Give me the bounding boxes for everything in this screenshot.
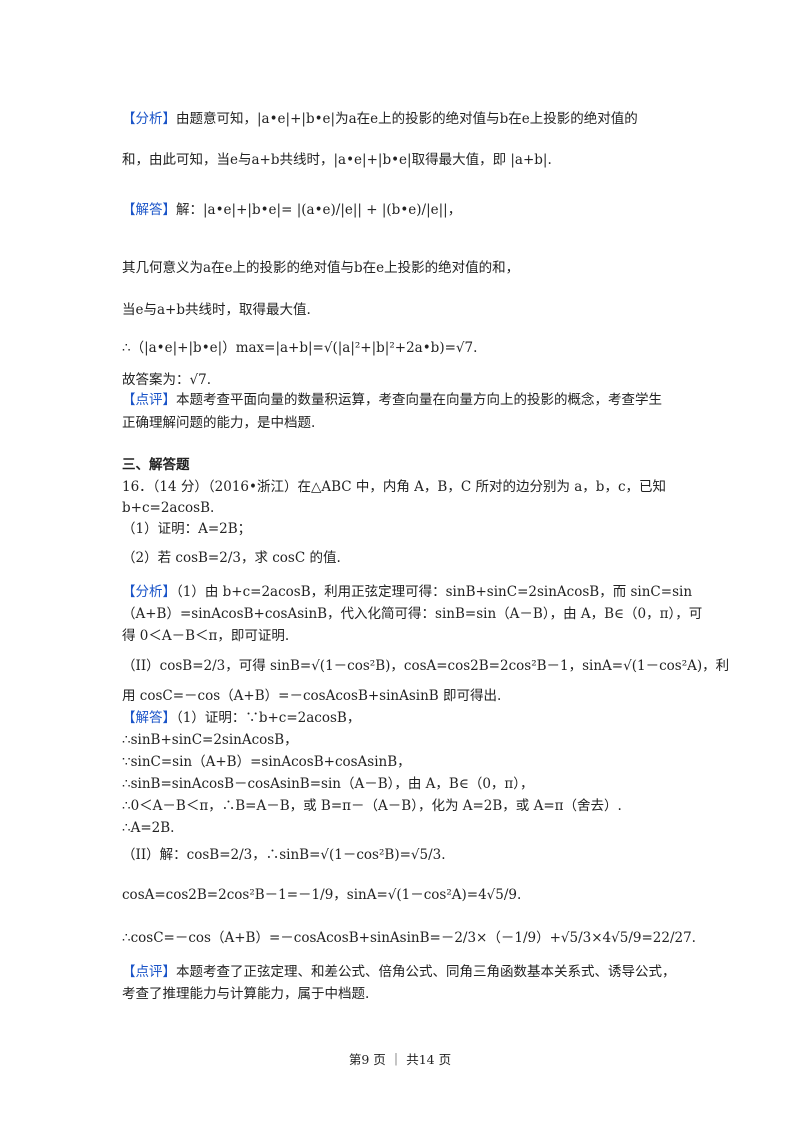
page-footer: 第9 页 ｜ 共14 页: [348, 1052, 452, 1067]
analysis-tag: 【分析】: [122, 111, 176, 127]
comment-text: 本题考查平面向量的数量积运算，考查向量在向量方向上的投影的概念，考查学生: [176, 392, 662, 408]
q16-stem-line-1: 16．（14 分）（2016•浙江）在△ABC 中，内角 A，B，C 所对的边分…: [122, 479, 667, 495]
q15-solution-line-1: 【解答】解：|a•e|+|b•e|= |(a•e)/|e|| + |(b•e)/…: [122, 200, 461, 220]
q16-solution-line-9: ∴cosC=－cos（A+B）=－cosAcosB+sinAsinB=－2/3×…: [122, 930, 696, 946]
q16-part-1: （1）证明：A=2B；: [122, 521, 252, 537]
analysis-tag: 【分析】: [122, 584, 176, 600]
q15-analysis-line-2: 和，由此可知，当e与a+b共线时，|a•e|+|b•e|取得最大值，即 |a+b…: [122, 152, 552, 168]
q16-analysis-line-2: （A+B）=sinAcosB+cosAsinB，代入化简可得：sinB=sin（…: [122, 606, 703, 622]
q16-analysis-line-3: 得 0＜A－B＜π，即可证明.: [122, 628, 290, 644]
q16-stem-line-2: b+c=2acosB.: [122, 500, 215, 516]
q16-analysis-line-4: （II）cosB=2/3，可得 sinB=√(1－cos²B)，cosA=cos…: [122, 658, 730, 674]
q16-comment-line-1: 【点评】本题考查了正弦定理、和差公式、倍角公式、同角三角函数基本关系式、诱导公式…: [122, 962, 676, 982]
q15-comment-line-1: 【点评】本题考查平面向量的数量积运算，考查向量在向量方向上的投影的概念，考查学生: [122, 390, 662, 410]
q16-part-2: （2）若 cosB=2/3，求 cosC 的值.: [122, 550, 341, 566]
q16-solution-line-7: （II）解：cosB=2/3，∴sinB=√(1－cos²B)=√5/3.: [122, 847, 446, 863]
q15-solution-line-2: 其几何意义为a在e上的投影的绝对值与b在e上投影的绝对值的和，: [122, 260, 520, 276]
analysis-text: （1）由 b+c=2acosB，利用正弦定理可得：sinB+sinC=2sinA…: [176, 584, 693, 600]
q16-solution-line-3: ∵sinC=sin（A+B）=sinAcosB+cosAsinB，: [122, 754, 411, 770]
q16-solution-line-2: ∴sinB+sinC=2sinAcosB，: [122, 732, 298, 748]
comment-tag: 【点评】: [122, 964, 176, 980]
q16-solution-line-1: 【解答】（1）证明：∵b+c=2acosB，: [122, 708, 360, 728]
q16-solution-line-5: ∴0＜A－B＜π，∴B=A－B，或 B=π－（A－B），化为 A=2B，或 A=…: [122, 798, 622, 814]
q16-analysis-line-5: 用 cosC=－cos（A+B）=－cosAcosB+sinAsinB 即可得出…: [122, 688, 502, 704]
q16-comment-line-2: 考查了推理能力与计算能力，属于中档题.: [122, 986, 370, 1002]
q15-answer: 故答案为：√7.: [122, 372, 211, 388]
q15-solution-line-3: 当e与a+b共线时，取得最大值.: [122, 302, 311, 318]
q15-comment-line-2: 正确理解问题的能力，是中档题.: [122, 415, 316, 431]
q16-solution-line-8: cosA=cos2B=2cos²B－1=－1/9，sinA=√(1－cos²A)…: [122, 887, 522, 903]
section-title: 三、解答题: [122, 457, 190, 473]
solution-tag: 【解答】: [122, 710, 176, 726]
q16-solution-line-4: ∴sinB=sinAcosB－cosAsinB=sin（A－B），由 A，B∈（…: [122, 776, 534, 792]
q16-analysis-line-1: 【分析】（1）由 b+c=2acosB，利用正弦定理可得：sinB+sinC=2…: [122, 582, 692, 602]
q16-solution-line-6: ∴A=2B.: [122, 820, 175, 836]
comment-text: 本题考查了正弦定理、和差公式、倍角公式、同角三角函数基本关系式、诱导公式，: [176, 964, 676, 980]
solution-tag: 【解答】: [122, 202, 176, 218]
solution-text: （1）证明：∵b+c=2acosB，: [176, 710, 361, 726]
solution-text: 解：|a•e|+|b•e|= |(a•e)/|e|| + |(b•e)/|e||…: [176, 202, 462, 218]
q15-analysis-line-1: 【分析】由题意可知，|a•e|+|b•e|为a在e上的投影的绝对值与b在e上投影…: [122, 109, 638, 129]
analysis-text: 由题意可知，|a•e|+|b•e|为a在e上的投影的绝对值与b在e上投影的绝对值…: [176, 111, 638, 127]
comment-tag: 【点评】: [122, 392, 176, 408]
q15-solution-line-4: ∴（|a•e|+|b•e|）max=|a+b|=√(|a|²+|b|²+2a•b…: [122, 340, 478, 356]
